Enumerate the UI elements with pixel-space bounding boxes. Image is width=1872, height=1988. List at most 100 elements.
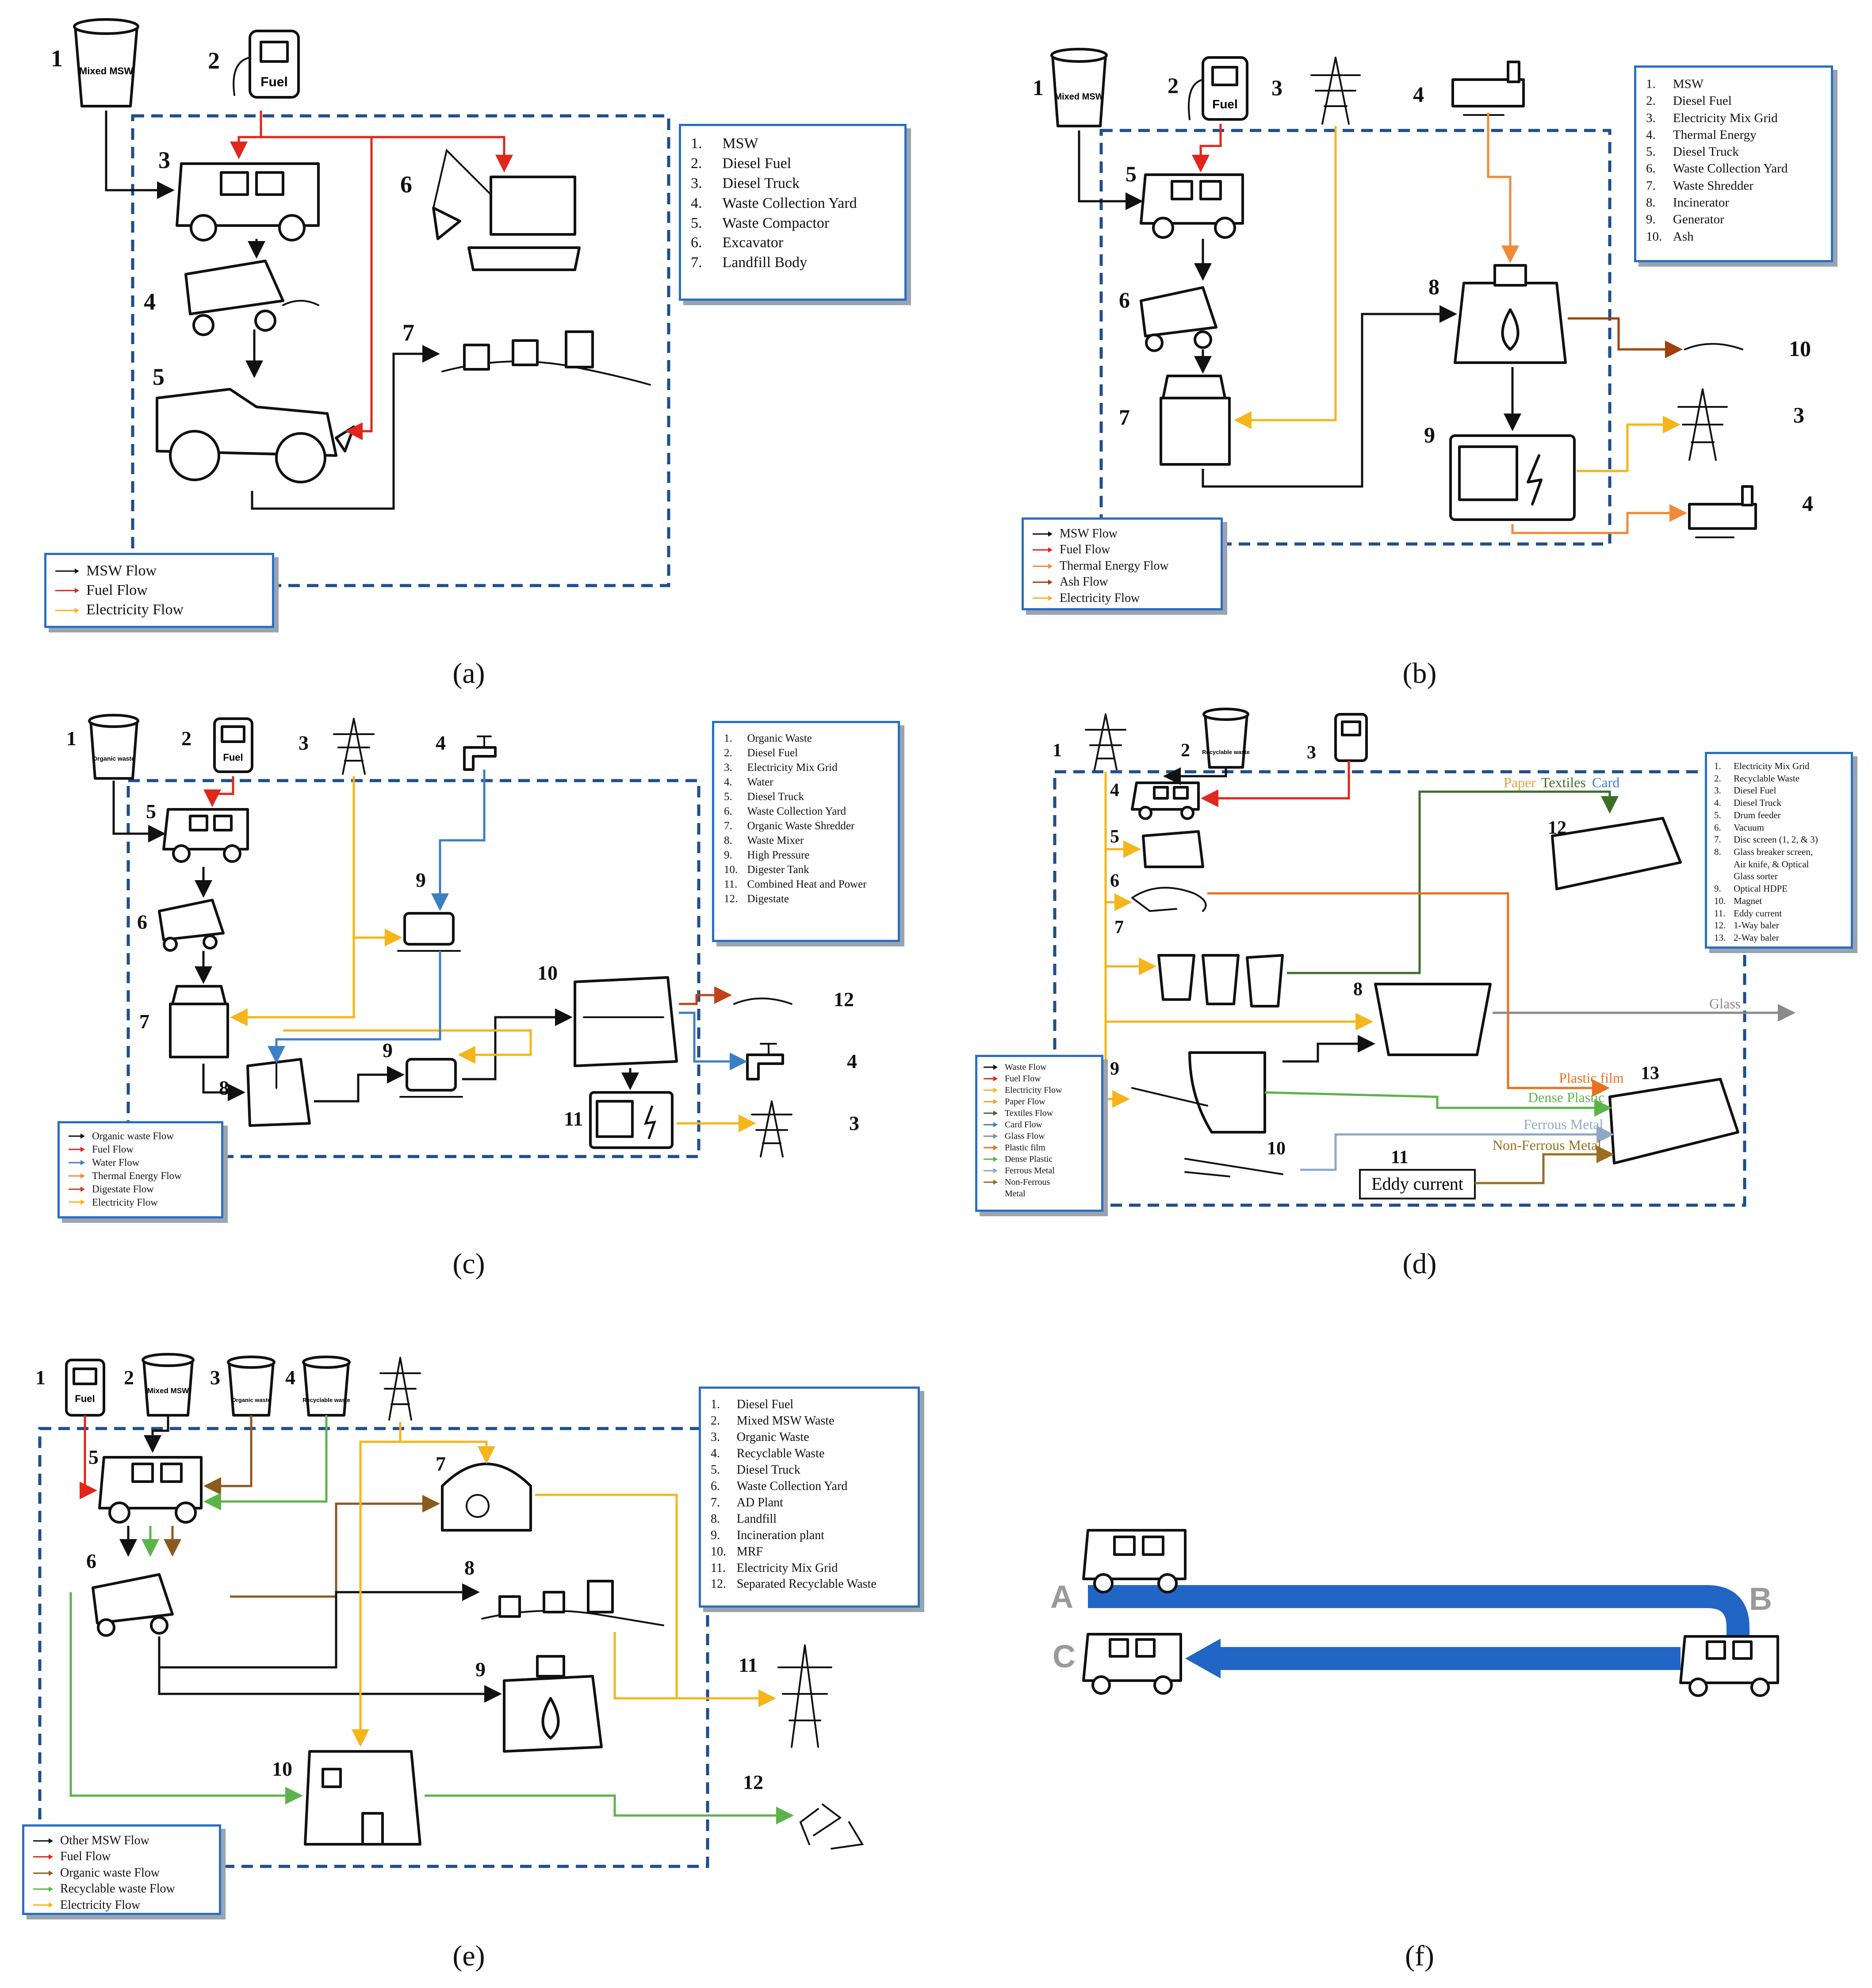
legend-item-number: 7.	[691, 254, 702, 271]
legend-item: 10.Ash	[1646, 228, 1821, 245]
legend-item-number: 4.	[691, 195, 702, 211]
legend-item: 13.2-Way baler	[1714, 932, 1844, 944]
step-number: 10	[537, 961, 558, 984]
fuel-pump-icon	[1334, 713, 1368, 762]
legend-item-number: 3.	[1646, 111, 1656, 125]
step-number: 2	[208, 47, 220, 74]
legend-item: 11.Electricity Mix Grid	[711, 1560, 908, 1577]
step-number: 3	[1307, 743, 1316, 763]
flow-legend-label: Recyclable waste Flow	[60, 1882, 175, 1896]
step-number: 5	[146, 800, 156, 823]
flow-arrow-swatch	[984, 1122, 998, 1127]
nonferrous-flow-arrow	[1475, 1145, 1614, 1184]
flow-arrow-swatch	[69, 1146, 85, 1152]
panel-a: Mixed MSW 1 Fuel 2 3 4	[51, 18, 670, 587]
legend-item-number: 10.	[724, 864, 738, 876]
plastic-film-label: Plastic film	[1559, 1070, 1624, 1086]
legend-item: 4.Thermal Energy	[1646, 126, 1821, 143]
legend-item-label: Waste Collection Yard	[1673, 161, 1788, 176]
system-boundary	[1053, 770, 1746, 1207]
legend-item-number: 11.	[1714, 908, 1726, 919]
flow-legend-label: Ferrous Metal	[1005, 1166, 1055, 1176]
water-flow-arrow	[679, 1011, 747, 1070]
flow-legend-item: Paper Flow	[984, 1096, 1095, 1107]
legend-item-label: Incineration plant	[736, 1528, 825, 1542]
legend-item-number: 3.	[711, 1430, 720, 1444]
route-arrowhead	[1185, 1639, 1221, 1678]
flow-arrow-swatch	[69, 1199, 85, 1205]
step-number: 12	[743, 1771, 763, 1793]
step-number: 10	[1789, 336, 1811, 361]
legend-item: 4.Diesel Truck	[1714, 797, 1844, 809]
legend-item: 4.Water	[724, 775, 888, 789]
flow-legend-label: Card Flow	[1005, 1120, 1042, 1130]
flow-legend-item: Glass Flow	[984, 1130, 1095, 1142]
textiles-label: Textiles	[1541, 774, 1586, 790]
step-number: 3	[158, 147, 170, 173]
two-way-baler-icon	[1608, 1078, 1739, 1164]
flow-arrow-swatch	[984, 1191, 998, 1196]
flow-arrow-swatch	[33, 1854, 53, 1860]
system-boundary	[126, 779, 701, 1158]
legend-item-number: 11.	[724, 878, 738, 890]
legend-item: 5.Diesel Truck	[724, 789, 888, 804]
legend-item-number: 2.	[724, 747, 732, 759]
legend-item: 5.Drum feeder	[1714, 809, 1844, 822]
legend-item: 9.High Pressure	[724, 848, 888, 862]
legend-item-label: High Pressure	[747, 849, 810, 861]
water-flow-arrow	[431, 770, 486, 911]
legend-item: 6.Excavator	[691, 233, 895, 253]
flow-legend-label: Electricity Flow	[1005, 1085, 1062, 1095]
legend-item: 6.Waste Collection Yard	[1646, 160, 1821, 177]
legend-item-label: Mixed MSW Waste	[736, 1413, 835, 1428]
legend-item: 3.Diesel Fuel	[1714, 785, 1844, 797]
organic-waste-bin-icon: Organic waste	[88, 714, 139, 780]
thermal-flow-arrow	[1511, 504, 1687, 534]
step-number: 3	[210, 1366, 220, 1389]
waste-mixer-icon	[246, 1058, 311, 1127]
electricity-flow-arrow	[399, 1422, 495, 1464]
msw-flow-arrow	[158, 1636, 502, 1703]
flow-legend-item: Fuel Flow	[55, 581, 263, 600]
legend-item-label: Glass breaker screen,	[1734, 847, 1813, 858]
plastic-film-flow-arrow	[1207, 892, 1610, 1097]
step-number: 4	[1413, 82, 1424, 107]
legend-item: 7.AD Plant	[711, 1495, 908, 1511]
step-number: 9	[383, 1039, 393, 1061]
flow-legend-label: Organic waste Flow	[92, 1130, 174, 1141]
electricity-flow-line	[613, 1632, 677, 1700]
system-boundary	[131, 114, 670, 587]
legend-item: 3.Electricity Mix Grid	[724, 760, 888, 775]
flow-legend-item: MSW Flow	[1033, 526, 1212, 542]
recyclable-waste-bin-icon: Recyclable waste	[1202, 708, 1250, 769]
legend-item-label: Digestate	[747, 893, 789, 905]
fuel-pump-icon: Fuel	[1188, 56, 1248, 121]
legend-item: 8.Waste Mixer	[724, 833, 888, 848]
step-number: 1	[1053, 740, 1062, 761]
panel-b: Mixed MSW 1 Fuel 2 3 4 5	[1033, 48, 1813, 546]
step-number: 5	[1125, 161, 1137, 186]
water-flow-arrow	[268, 951, 441, 1064]
diesel-truck-icon	[1131, 781, 1200, 820]
legend-item-label: 2-Way baler	[1734, 932, 1779, 943]
chp-generator-icon	[589, 1091, 674, 1149]
flow-legend-item: Other MSW Flow	[33, 1833, 210, 1849]
flow-legend-item: Metal	[984, 1188, 1095, 1199]
step-number: 9	[416, 869, 426, 891]
flow-legend-item: Plastic film	[984, 1142, 1095, 1153]
organic-flow-arrow	[112, 781, 166, 843]
organic-flow-arrow	[462, 1008, 573, 1080]
legend-item-number: 2.	[1646, 94, 1656, 108]
legend-item: 10.MRF	[711, 1544, 908, 1560]
flow-legend-item: Electricity Flow	[984, 1084, 1095, 1096]
caption-d: (d)	[1402, 1248, 1437, 1280]
legend-item-number: 4.	[711, 1446, 720, 1460]
water-tap-icon	[463, 735, 497, 771]
legend-item-label: Diesel Truck	[747, 791, 804, 803]
landfill-body-icon	[441, 330, 651, 386]
legend-item-label: Recyclable Waste	[1734, 773, 1800, 784]
step-number: 9	[1424, 422, 1435, 447]
flow-legend-label: Other MSW Flow	[60, 1834, 149, 1847]
route-a-to-b	[1088, 1585, 1749, 1650]
